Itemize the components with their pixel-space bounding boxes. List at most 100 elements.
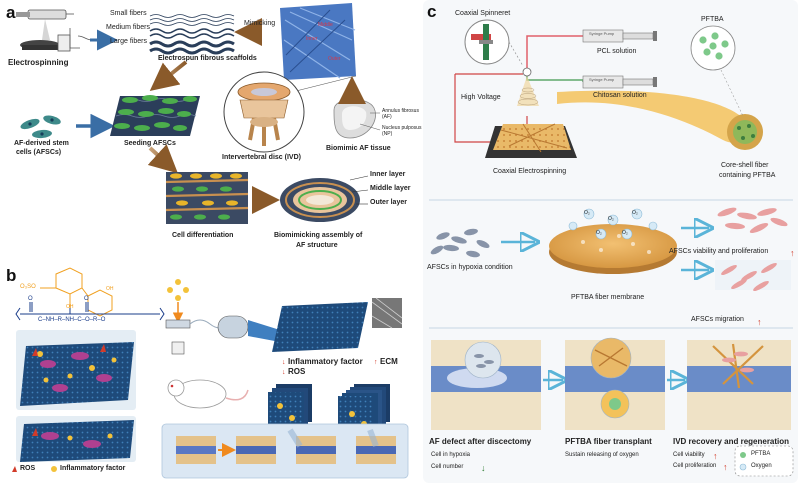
svg-text:↑: ↑ (723, 462, 728, 472)
panel-c-letter: c (427, 2, 437, 21)
label-o2-5: O₂ (622, 230, 628, 236)
ivd-scene-defect (431, 340, 541, 430)
legend-inflammatory: Inflammatory factor (60, 465, 126, 472)
label-pcl-solution: PCL solution (597, 48, 637, 55)
label-inflammatory-factor: Inflammatory factor (288, 357, 363, 366)
label-outer-layer: Outer layer (370, 199, 407, 206)
afsc-cells (20, 115, 61, 139)
svg-text:↓: ↓ (282, 359, 286, 366)
ivd-scene-recovery (687, 340, 791, 430)
migration-cells (715, 260, 791, 291)
svg-text:Middle: Middle (318, 22, 333, 28)
label-syringe-chitosan: Syringe Pump (589, 77, 615, 82)
label-o2-2: O₂ (608, 216, 614, 222)
label-afsc-line2: cells (AFSCs) (16, 149, 62, 156)
label-middle-layer: Middle layer (370, 185, 411, 192)
assembly-rings (280, 175, 369, 222)
label-fiber-membrane: PFTBA fiber membrane (571, 294, 645, 301)
svg-text:↓: ↓ (282, 369, 286, 376)
label-o2-1: O₂ (584, 210, 590, 216)
panel-a-illustration: Inner Middle Outer (16, 3, 381, 224)
panel-b-illustration: OH OH O O (12, 267, 409, 479)
label-cell-differentiation: Cell differentiation (172, 232, 234, 239)
label-mimicking: Mimicking (244, 20, 276, 27)
syringe-pcl (582, 29, 657, 43)
fiber-mat-top-right (272, 297, 403, 352)
panel-b-letter: b (6, 266, 17, 285)
label-migration: AFSCs migration (691, 316, 744, 323)
label-ivd: Intervertebral disc (IVD) (222, 154, 301, 161)
svg-text:↑: ↑ (713, 451, 718, 461)
electrospinning-drum (165, 279, 280, 355)
label-coaxial-spinneret: Coaxial Spinneret (455, 10, 511, 17)
mouse (167, 379, 249, 409)
microscopy-image: Inner Middle Outer (280, 3, 356, 80)
svg-text:Inner: Inner (306, 36, 318, 42)
label-cell-proliferation: Cell proliferation (673, 463, 717, 469)
panel-a-letter: a (6, 3, 16, 22)
label-annulus-line1: Annulus fibrosus (382, 108, 419, 114)
label-transplant: PFTBA fiber transplant (565, 437, 652, 446)
label-coaxial-electrospinning: Coaxial Electrospinning (493, 168, 567, 175)
cell-differentiation-block (165, 172, 249, 224)
label-ecm: ECM (380, 357, 398, 366)
label-nucleus-line2: (NP) (382, 131, 393, 137)
label-biomimic-tissue: Biomimic AF tissue (326, 145, 391, 152)
svg-text:↑: ↑ (757, 317, 762, 327)
chemical-structure: OH OH O O (15, 267, 165, 321)
svg-text:OH: OH (66, 304, 74, 310)
pftba-membrane-disk (549, 224, 677, 274)
label-small-fibers: Small fibers (110, 10, 147, 17)
label-core-shell-line1: Core-shell fiber (721, 162, 769, 169)
coaxial-spinneret (464, 19, 524, 67)
panel-b: b OH OH O O (0, 260, 414, 483)
label-annulus-line2: (AF) (382, 114, 392, 120)
legend-ros: ROS (20, 465, 36, 472)
hypoxia-cells (430, 228, 490, 258)
label-assembly-line2: AF structure (296, 242, 338, 249)
label-cell-number: Cell number (431, 464, 464, 470)
label-syringe-pcl: Syringe Pump (589, 31, 615, 36)
label-so3: O₃SO (20, 284, 36, 290)
label-large-fibers: Large fibers (110, 38, 147, 45)
svg-text:O: O (84, 296, 89, 302)
fiber-waves (149, 14, 235, 55)
proliferating-cells (717, 207, 788, 234)
legend-oxygen: Oxygen (751, 463, 772, 469)
label-sustain: Sustain releasing of oxygen (565, 452, 639, 458)
seeding-scaffold (110, 95, 200, 136)
left-mat-top (16, 330, 136, 410)
collector-plate (485, 123, 577, 158)
legend-pftba: PFTBA (751, 451, 771, 457)
oxygen-bubbles (568, 208, 658, 240)
panel-c: c (423, 0, 798, 483)
svg-text:↑: ↑ (374, 359, 378, 366)
label-assembly-line1: Biomimicking assembly of (274, 232, 363, 239)
spine-segments (161, 423, 409, 479)
label-afsc-line1: AF-derived stem (14, 140, 69, 147)
label-nucleus-line1: Nucleus pulposus (382, 125, 422, 131)
label-recovery: IVD recovery and regeneration (673, 437, 790, 446)
panel-a: a (0, 0, 421, 258)
biomimic-af-tissue (333, 98, 381, 139)
svg-text:O: O (28, 296, 33, 302)
label-pftba: PFTBA (701, 16, 724, 23)
label-high-voltage: High Voltage (461, 94, 501, 101)
label-cell-viability: Cell viability (673, 452, 705, 458)
label-o2-3: O₂ (632, 210, 638, 216)
label-ros: ROS (288, 367, 306, 376)
electrospinning-device (16, 9, 93, 52)
svg-text:Outer: Outer (328, 56, 341, 62)
label-chitosan-solution: Chitosan solution (593, 92, 647, 99)
label-medium-fibers: Medium fibers (106, 24, 150, 31)
svg-text:↓: ↓ (481, 463, 486, 473)
ivd-scene-transplant (565, 337, 665, 430)
syringe-chitosan (582, 75, 657, 89)
pftba-particle (690, 25, 736, 71)
label-viability-proliferation: AFSCs viability and proliferation (669, 248, 769, 255)
label-cell-hypoxia: Cell in hypoxia (431, 452, 471, 458)
label-o2-4: O₂ (596, 230, 602, 236)
panel-c-illustration: ↑ ↑ ↓ ↑ ↑ (429, 19, 795, 477)
label-inner-layer: Inner layer (370, 171, 406, 178)
left-mat-bottom (16, 416, 136, 462)
